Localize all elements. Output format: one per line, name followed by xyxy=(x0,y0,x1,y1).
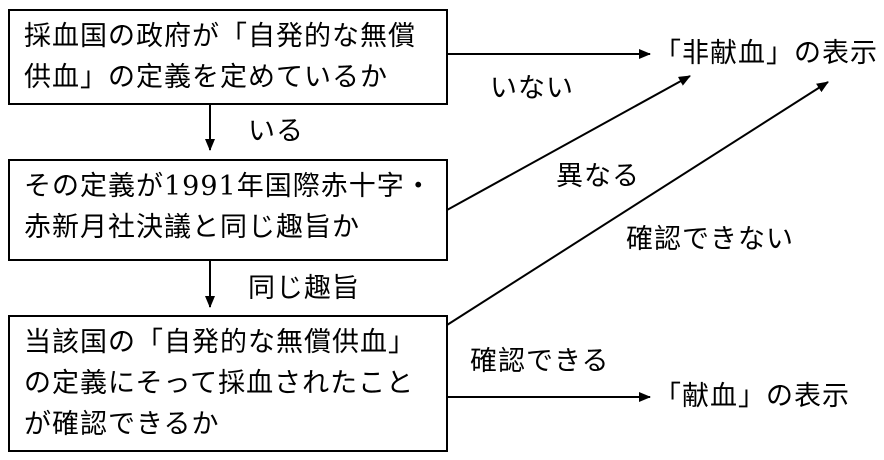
edge-label-q2-yes: 同じ趣旨 xyxy=(248,273,360,304)
question-box-government-definition: 採血国の政府が「自発的な無償 供血」の定義を定めているか xyxy=(8,9,448,105)
outcome-non-donated: 「非献血」の表示 xyxy=(654,38,878,69)
question-box-collection-confirmed: 当該国の「自発的な無償供血」 の定義にそって採血されたこと が確認できるか xyxy=(8,315,448,452)
outcome-donated: 「献血」の表示 xyxy=(654,381,850,412)
edge-label-q2-no: 異なる xyxy=(556,161,640,192)
edge-label-q1-no: いない xyxy=(490,73,574,104)
arrow-q2-to-non-donated xyxy=(446,75,691,211)
edge-label-q3-yes: 確認できる xyxy=(470,346,610,377)
edge-label-q3-no: 確認できない xyxy=(626,224,794,255)
question-box-red-cross-resolution: その定義が1991年国際赤十字・ 赤新月社決議と同じ趣旨か xyxy=(8,159,448,261)
arrow-q3-to-non-donated xyxy=(446,81,829,326)
edge-label-q1-yes: いる xyxy=(248,116,304,147)
